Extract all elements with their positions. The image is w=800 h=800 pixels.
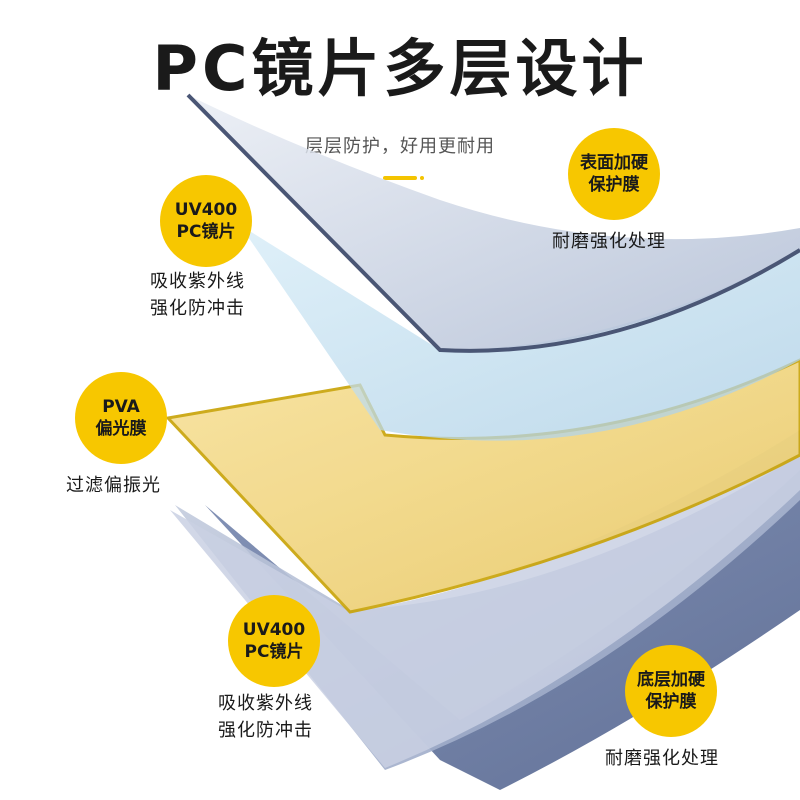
uv-top-line1: UV400 [174,200,238,220]
pva-line1: PVA [102,397,140,417]
pva-badge: PVA 偏光膜 [75,372,167,464]
subtitle: 层层防护，好用更耐用 [305,136,495,157]
bottom-coat-desc: 耐磨强化处理 [605,745,719,772]
top-coat-line1: 表面加硬 [580,153,648,173]
bottom-coat-line1: 底层加硬 [637,670,705,690]
bottom-uv-pc-layer [170,430,800,768]
uv-top-line2: PC镜片 [176,222,236,242]
top-hard-coat-edge [186,93,800,353]
uv-bottom-desc1: 吸收紫外线 [218,693,313,714]
uv-bottom-desc2: 强化防冲击 [218,720,313,741]
uv-top-badge: UV400 PC镜片 [160,175,252,267]
page-title: PC镜片多层设计 [152,32,648,105]
top-uv-pc-layer [240,225,800,441]
uv-bottom-badge: UV400 PC镜片 [228,595,320,687]
accent-bar [383,176,417,180]
accent-dot [420,176,424,180]
uv-top-desc2: 强化防冲击 [150,298,245,319]
pva-desc: 过滤偏振光 [66,472,161,499]
top-coat-desc: 耐磨强化处理 [552,228,666,255]
pva-line2: 偏光膜 [95,419,147,439]
uv-top-desc: 吸收紫外线 强化防冲击 [150,268,245,322]
top-coat-line2: 保护膜 [588,175,640,195]
uv-bottom-desc: 吸收紫外线 强化防冲击 [218,690,313,744]
bottom-coat-desc1: 耐磨强化处理 [605,748,719,769]
top-coat-desc1: 耐磨强化处理 [552,231,666,252]
bottom-coat-line2: 保护膜 [645,692,697,712]
top-hard-coat-layer [188,95,800,351]
uv-bottom-line1: UV400 [242,620,306,640]
uv-top-desc1: 吸收紫外线 [150,271,245,292]
uv-bottom-line2: PC镜片 [244,642,304,662]
top-coat-badge: 表面加硬 保护膜 [568,128,660,220]
pva-desc1: 过滤偏振光 [66,475,161,496]
bottom-coat-badge: 底层加硬 保护膜 [625,645,717,737]
